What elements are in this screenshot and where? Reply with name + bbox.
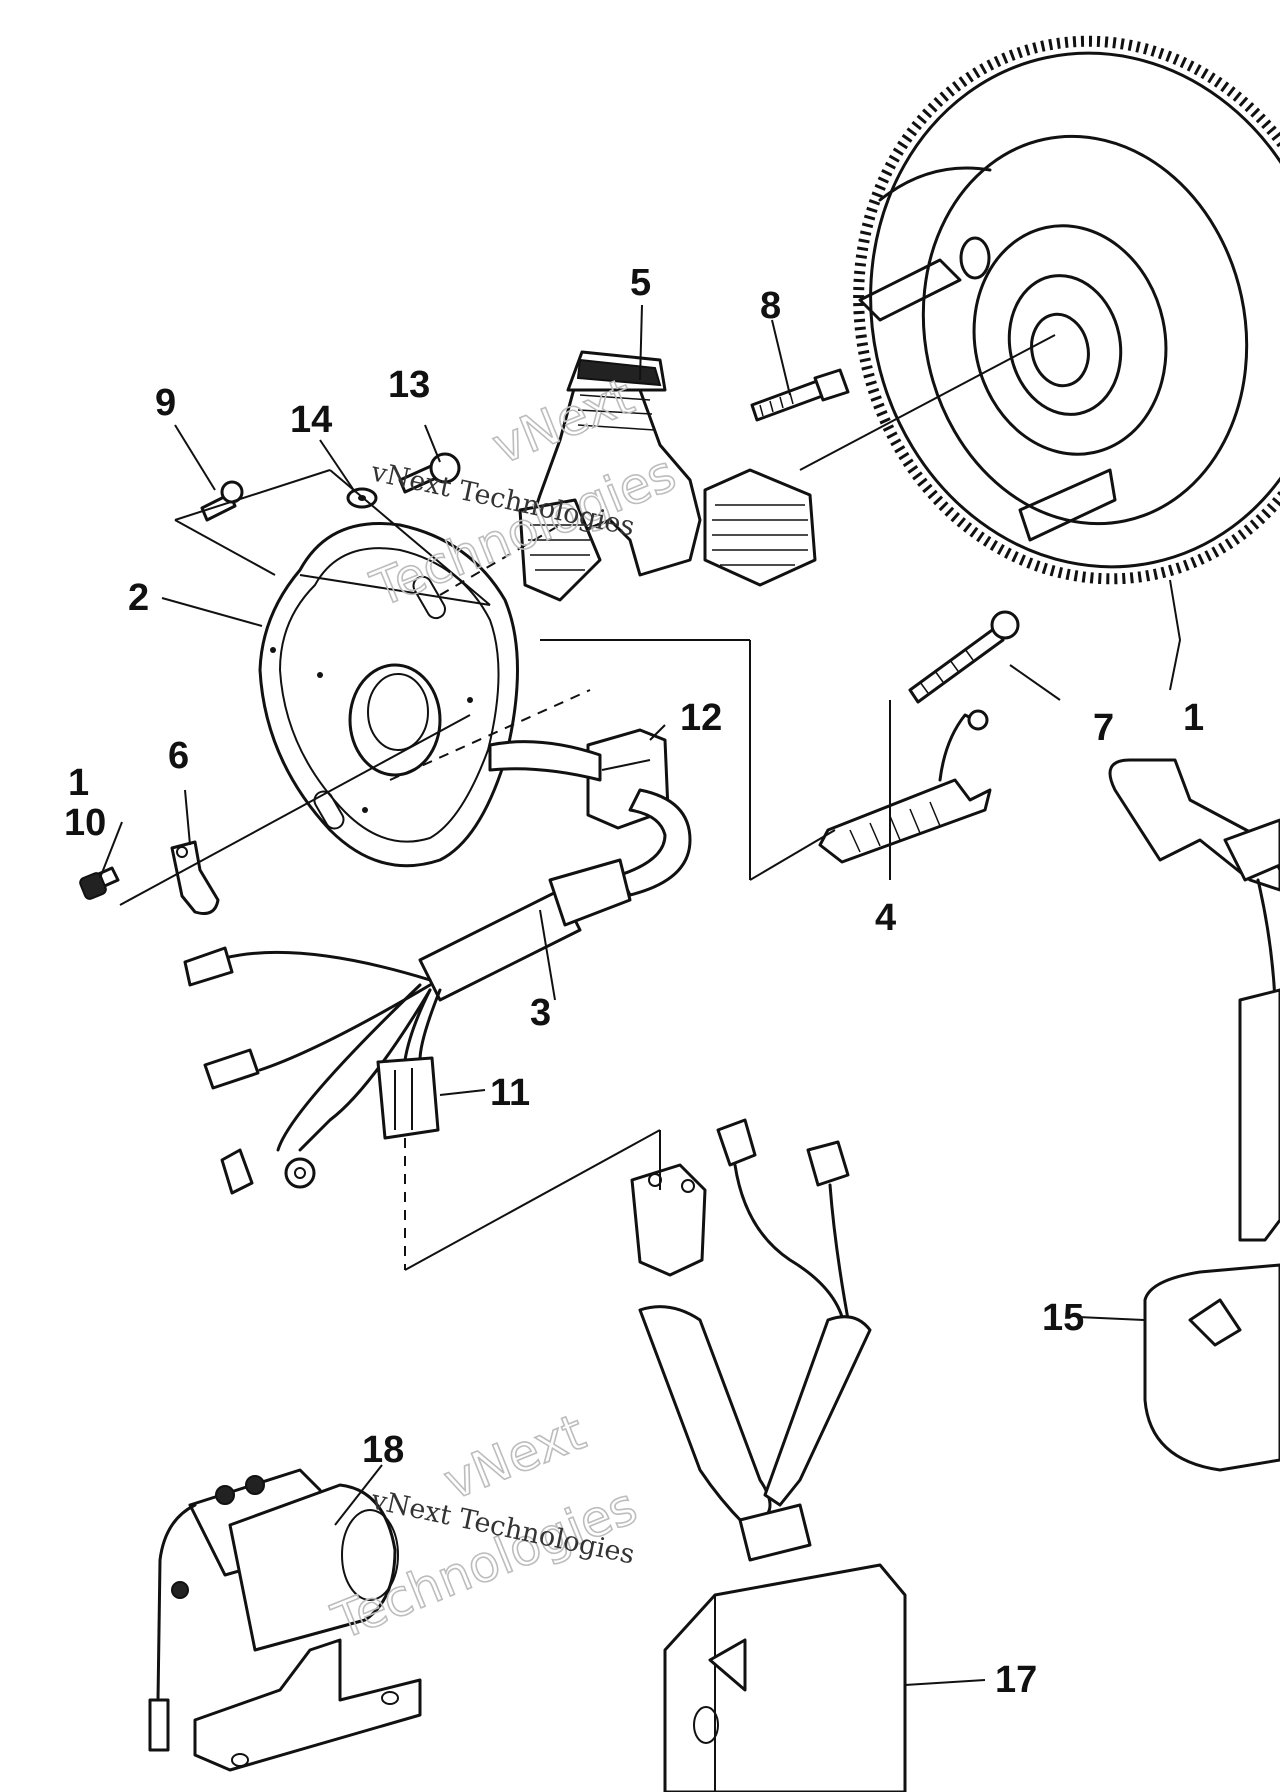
stator-screw-part bbox=[398, 452, 461, 494]
starter-solenoid-part bbox=[148, 1468, 422, 1772]
wire-clamp-part bbox=[170, 840, 220, 915]
callout-3: 3 bbox=[530, 992, 551, 1034]
rectifier-box-part bbox=[663, 1563, 907, 1792]
callout-leaders bbox=[99, 304, 1182, 1686]
callout-17: 17 bbox=[995, 1659, 1037, 1701]
callout-labels: 1 2 3 4 5 6 7 8 9 1 10 11 12 13 14 15 17… bbox=[64, 262, 1204, 1701]
wire-harness-part bbox=[183, 740, 692, 1195]
flywheel-part bbox=[853, 35, 1280, 585]
watermark-brand-bottom: vNext bbox=[436, 1403, 593, 1511]
clamp-screw-part bbox=[79, 866, 120, 900]
callout-6: 6 bbox=[168, 735, 189, 777]
callout-7: 7 bbox=[1093, 707, 1114, 749]
callout-14: 14 bbox=[290, 399, 332, 441]
callout-8: 8 bbox=[760, 285, 781, 327]
callout-18: 18 bbox=[362, 1429, 404, 1471]
connector-part bbox=[376, 1056, 440, 1140]
rectifier-leads-part bbox=[630, 1118, 872, 1562]
trigger-coil-part bbox=[818, 709, 992, 864]
callout-12: 12 bbox=[680, 697, 722, 739]
callout-1-screw: 1 bbox=[68, 762, 89, 804]
stator-bolt-part bbox=[750, 368, 850, 422]
assembly-lines bbox=[119, 334, 1056, 1271]
callout-1-flywheel: 1 bbox=[1183, 697, 1204, 739]
callout-2: 2 bbox=[128, 577, 149, 619]
trigger-bolt-part bbox=[908, 610, 1020, 704]
callout-10: 10 bbox=[64, 802, 106, 844]
callout-11: 11 bbox=[490, 1072, 530, 1114]
base-plate-part bbox=[258, 521, 519, 868]
callout-4: 4 bbox=[875, 897, 896, 939]
callout-15: 15 bbox=[1042, 1297, 1084, 1339]
callout-9: 9 bbox=[155, 382, 176, 424]
callout-13: 13 bbox=[388, 364, 430, 406]
ignition-coil-part bbox=[1108, 758, 1280, 1472]
callout-5: 5 bbox=[630, 262, 651, 304]
